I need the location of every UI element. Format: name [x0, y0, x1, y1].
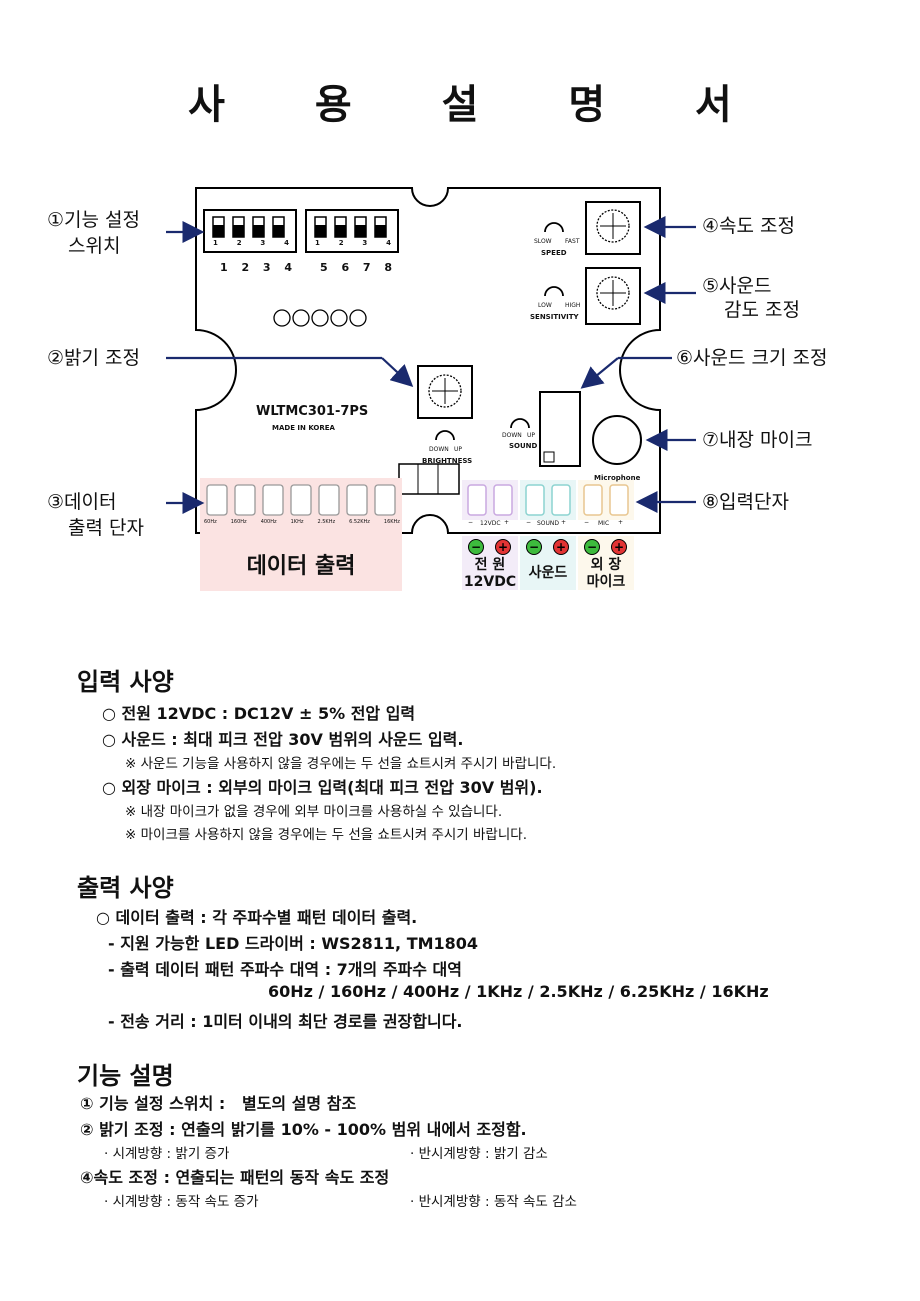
- board-mic-minus: −: [584, 519, 590, 526]
- function-line-3a: · 시계방향 : 동작 속도 증가: [104, 1194, 259, 1210]
- board-diagram: [166, 187, 696, 536]
- sound-left-label: DOWN: [502, 432, 522, 439]
- brightness-left-label: DOWN: [429, 446, 449, 453]
- made-in-label: MADE IN KOREA: [272, 424, 335, 432]
- input-spec-line-3: ○ 외장 마이크 : 외부의 마이크 입력(최대 피크 전압 30V 범위).: [102, 778, 543, 797]
- function-line-2b: · 반시계방향 : 밝기 감소: [410, 1146, 548, 1162]
- output-spec-line-2: - 지원 가능한 LED 드라이버 : WS2811, TM1804: [108, 934, 479, 953]
- function-heading: 기능 설명: [77, 1062, 174, 1090]
- data-output-box: [200, 536, 402, 591]
- brightness-label: BRIGHTNESS: [422, 457, 473, 465]
- sensitivity-right-label: HIGH: [565, 302, 581, 309]
- function-line-1: ① 기능 설정 스위치 : 별도의 설명 참조: [80, 1094, 357, 1113]
- output-spec-line-5: - 전송 거리 : 1미터 이내의 최단 경로를 권장합니다.: [108, 1012, 463, 1031]
- board-mic-label: MIC: [598, 520, 610, 527]
- page-title: 사 용 설 명 서: [188, 82, 770, 128]
- output-spec-line-1: ○ 데이터 출력 : 각 주파수별 패턴 데이터 출력.: [96, 908, 418, 927]
- board-mic-plus: +: [618, 519, 624, 526]
- callout-5-line2: 감도 조정: [724, 299, 800, 321]
- power-plus-icon: +: [495, 539, 511, 555]
- callout-6: ⑥사운드 크기 조정: [676, 347, 828, 369]
- input-spec-note-2: ※ 내장 마이크가 없을 경우에 외부 마이크를 사용하실 수 있습니다.: [125, 804, 503, 820]
- input-spec-line-2: ○ 사운드 : 최대 피크 전압 30V 범위의 사운드 입력.: [102, 730, 464, 749]
- mic-minus-icon: −: [584, 539, 600, 555]
- callout-3-line2: 출력 단자: [68, 517, 144, 539]
- brightness-right-label: UP: [454, 446, 463, 453]
- callout-1-line2: 스위치: [68, 235, 121, 257]
- board-sound-minus: −: [526, 519, 532, 526]
- data-output-label: 데이터 출력: [246, 554, 356, 579]
- callout-2: ②밝기 조정: [47, 347, 140, 369]
- board-sound-label: SOUND: [537, 520, 560, 527]
- input-spec-note-1: ※ 사운드 기능을 사용하지 않을 경우에는 두 선을 쇼트시켜 주시기 바랍니…: [125, 756, 557, 772]
- input-spec-line-1: ○ 전원 12VDC : DC12V ± 5% 전압 입력: [102, 704, 416, 723]
- board-power-minus: −: [468, 519, 474, 526]
- callout-5-line1: ⑤사운드: [702, 275, 772, 297]
- board-power-plus: +: [504, 519, 510, 526]
- microphone-element: [592, 415, 642, 465]
- model-name: WLTMC301-7PS: [256, 404, 369, 419]
- callout-8: ⑧입력단자: [702, 491, 789, 513]
- function-line-2a: · 시계방향 : 밝기 증가: [104, 1146, 230, 1162]
- output-spec-line-4: 60Hz / 160Hz / 400Hz / 1KHz / 2.5KHz / 6…: [268, 982, 769, 1001]
- microphone-label: Microphone: [594, 474, 641, 482]
- sensitivity-label: SENSITIVITY: [530, 313, 579, 321]
- output-spec-heading: 출력 사양: [77, 874, 174, 902]
- callout-1-line1: ①기능 설정: [47, 209, 140, 231]
- sound-label: SOUND: [509, 442, 538, 450]
- input-spec-note-3: ※ 마이크를 사용하지 않을 경우에는 두 선을 쇼트시켜 주시기 바랍니다.: [125, 827, 527, 843]
- callout-4: ④속도 조정: [702, 215, 795, 237]
- sound-legend: 사운드: [528, 565, 568, 581]
- sensitivity-left-label: LOW: [538, 302, 552, 309]
- mic-plus-icon: +: [611, 539, 627, 555]
- output-spec-line-3: - 출력 데이터 패턴 주파수 대역 : 7개의 주파수 대역: [108, 960, 462, 979]
- board-power-label: 12VDC: [480, 520, 501, 527]
- speed-left-label: SLOW: [534, 238, 552, 245]
- board-sound-plus: +: [561, 519, 567, 526]
- callout-3-line1: ③데이터: [47, 491, 117, 513]
- function-line-3b: · 반시계방향 : 동작 속도 감소: [410, 1194, 577, 1210]
- input-spec-heading: 입력 사양: [77, 668, 174, 696]
- speed-label: SPEED: [541, 249, 567, 257]
- speed-right-label: FAST: [565, 238, 580, 245]
- power-minus-icon: −: [468, 539, 484, 555]
- function-line-2: ② 밝기 조정 : 연출의 밝기를 10% - 100% 범위 내에서 조정함.: [80, 1120, 527, 1139]
- sound-plus-icon: +: [553, 539, 569, 555]
- function-line-3: ④속도 조정 : 연출되는 패턴의 동작 속도 조정: [80, 1168, 390, 1187]
- sound-minus-icon: −: [526, 539, 542, 555]
- callout-7: ⑦내장 마이크: [702, 429, 813, 451]
- sound-right-label: UP: [527, 432, 536, 439]
